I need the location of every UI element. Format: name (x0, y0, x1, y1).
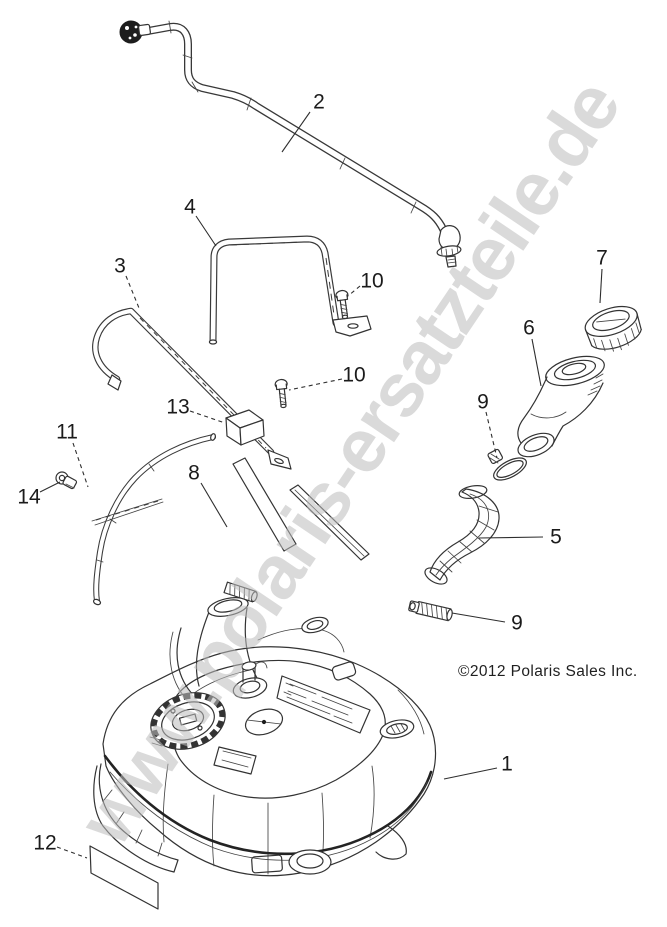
part-callout-5: 5 (550, 525, 562, 549)
fuel-cap-drawing (584, 305, 642, 352)
leader-line-4 (195, 215, 217, 247)
part-callout-12: 12 (33, 831, 57, 855)
leader-lines (39, 111, 603, 859)
screw-drawing-lower (274, 378, 291, 409)
filler-neck-drawing (517, 355, 605, 458)
leader-line-9 (451, 612, 506, 623)
leader-line-13 (189, 410, 226, 424)
leader-line-12 (56, 846, 88, 859)
leader-line-6 (531, 338, 542, 387)
part-callout-1: 1 (501, 752, 513, 776)
pump-lock-ring (149, 692, 226, 750)
part-callout-9: 9 (477, 390, 489, 414)
part-callout-10: 10 (342, 363, 366, 387)
hose-clamp-upper-drawing (487, 448, 527, 481)
part-callout-4: 4 (184, 195, 196, 219)
fuel-tank-drawing (93, 581, 437, 877)
leader-line-14 (39, 481, 61, 493)
leader-line-11 (72, 442, 89, 488)
lower-strap-drawing (92, 307, 292, 470)
part-callout-6: 6 (523, 316, 535, 340)
strap-foot-bracket (332, 315, 372, 337)
leader-line-1 (443, 767, 498, 780)
leader-line-3 (125, 275, 140, 309)
part-callout-14: 14 (17, 485, 41, 509)
upper-strap-drawing (208, 235, 372, 345)
part-callout-7: 7 (596, 246, 608, 270)
part-callout-2: 2 (313, 90, 325, 114)
leader-line-10 (288, 378, 343, 391)
leader-line-8 (200, 482, 228, 528)
leader-line-10 (347, 285, 361, 297)
part-callout-10: 10 (360, 269, 384, 293)
filler-hose-drawing (424, 485, 500, 585)
part-callout-8: 8 (188, 461, 200, 485)
vent-hose-drawing (92, 433, 216, 606)
foam-strips-drawing (91, 457, 370, 561)
part-callout-3: 3 (114, 254, 126, 278)
part-callout-9: 9 (511, 611, 523, 635)
fuel-line-elbow-fitting (436, 225, 462, 268)
copyright-notice: ©2012 Polaris Sales Inc. (458, 663, 638, 680)
decal-drawing (89, 845, 159, 910)
fuel-line-drawing (119, 20, 462, 268)
part-callout-13: 13 (166, 395, 190, 419)
tank-warning-label (276, 675, 371, 734)
leader-line-2 (281, 111, 311, 153)
part-callout-11: 11 (56, 420, 78, 444)
leader-line-5 (478, 536, 544, 539)
clip-drawing (55, 471, 78, 490)
leader-line-9 (485, 411, 498, 459)
pad-box-drawing (225, 409, 265, 446)
hose-clamp-lower-drawing (408, 600, 453, 622)
leader-line-7 (599, 268, 603, 304)
